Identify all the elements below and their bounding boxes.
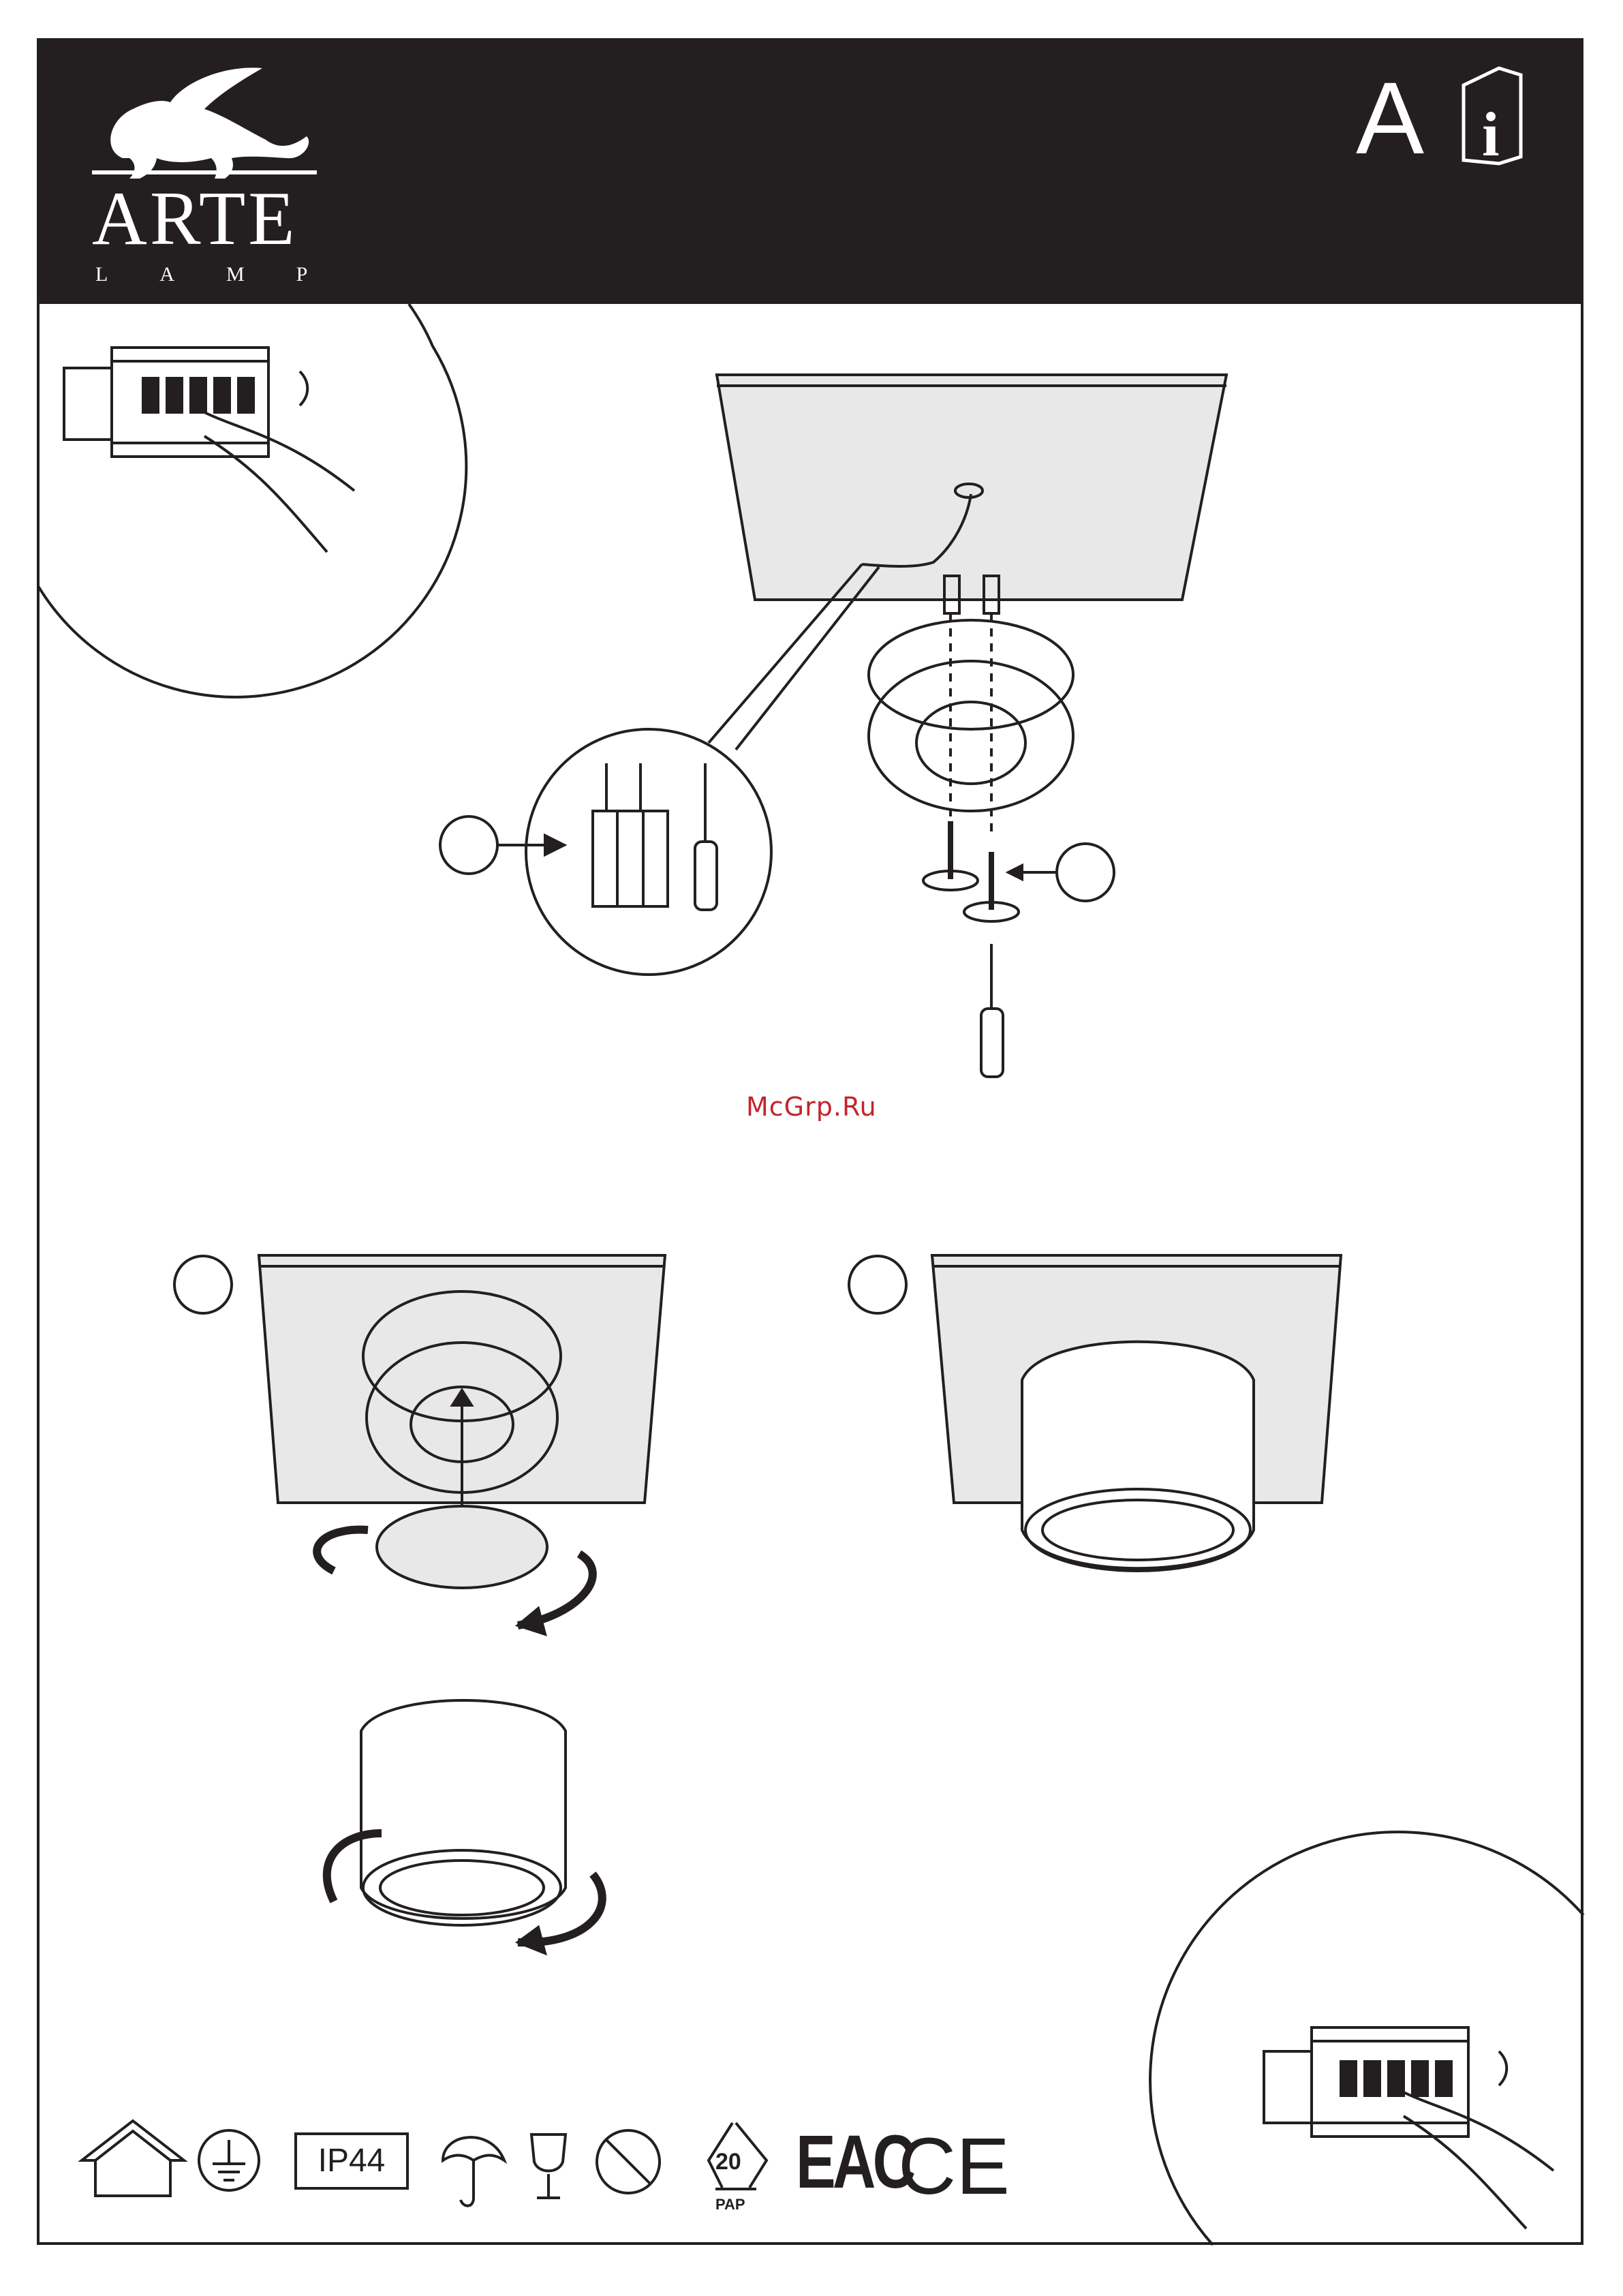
ip-rating-badge: IP44 [294, 2132, 409, 2190]
eac-mark: EAC [796, 2125, 912, 2200]
step-badge-3 [1057, 844, 1114, 901]
house-icon [82, 2121, 184, 2196]
ce-mark: CE [898, 2126, 1010, 2207]
recycle-label: PAP [715, 2196, 745, 2214]
fragile-glass-icon [531, 2134, 566, 2198]
step-badge-5 [849, 1256, 906, 1313]
ceiling-panel-top [717, 375, 1226, 600]
umbrella-rain-icon [443, 2137, 504, 2206]
breaker-off-icon [64, 348, 354, 552]
step-badge-2 [440, 816, 497, 874]
wiring-detail-circle [526, 729, 771, 975]
watermark-text: McGrp.Ru [746, 1092, 877, 1122]
recycle-number: 20 [715, 2149, 741, 2175]
breaker-on-circle [1150, 1832, 1583, 2245]
step-badge-4 [174, 1256, 232, 1313]
breaker-on-icon [1264, 2027, 1554, 2229]
breaker-off-circle [38, 304, 466, 697]
